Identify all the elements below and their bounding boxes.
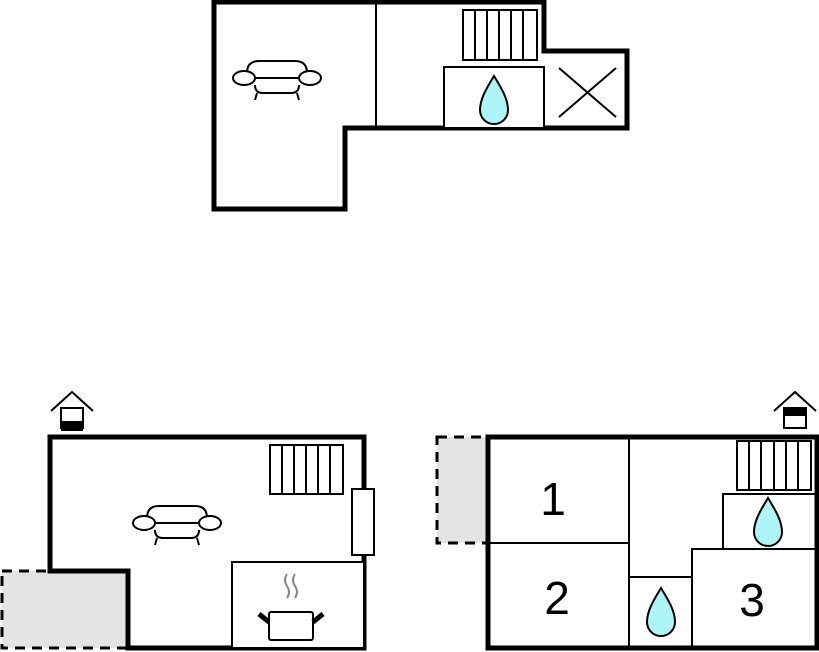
upper-floor-plan <box>211 0 630 212</box>
void-cross-icon <box>558 67 617 118</box>
entrance-icon <box>50 391 94 431</box>
stairs-icon <box>736 440 812 491</box>
ground-floor-left-walls <box>47 434 367 651</box>
room-label-2: 2 <box>544 572 570 624</box>
sofa-icon <box>132 505 222 546</box>
room-label-3: 3 <box>739 574 765 626</box>
room-3 <box>691 548 818 649</box>
room-label-1: 1 <box>540 473 566 525</box>
cooking-pot-icon <box>257 573 325 641</box>
upper-floor-walls <box>211 0 630 212</box>
ground-floor-left-plan <box>0 391 375 651</box>
terrace <box>0 569 130 650</box>
ground-floor-right-walls <box>485 434 819 651</box>
ground-floor-right-plan: 1 2 3 <box>435 391 819 651</box>
stairs-icon <box>462 9 538 61</box>
sofa-icon <box>232 60 322 101</box>
entrance-icon <box>773 391 817 429</box>
terrace <box>435 435 490 545</box>
stairs-icon <box>269 444 344 495</box>
window-icon <box>351 488 375 556</box>
